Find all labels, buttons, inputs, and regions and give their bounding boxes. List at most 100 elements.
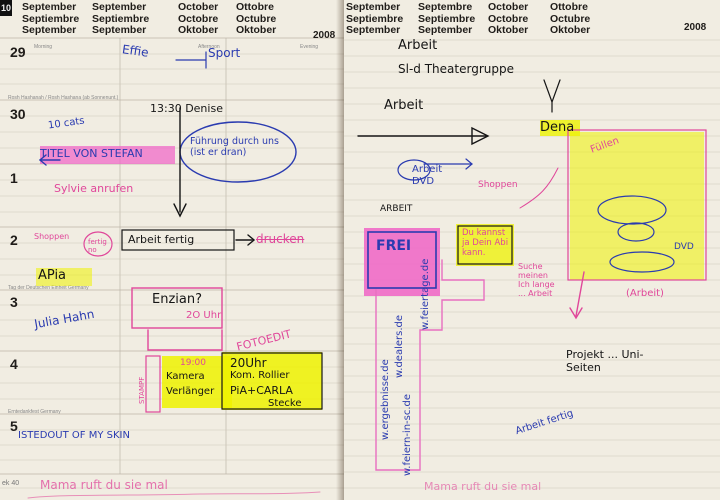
note-url-2: w.dealers.de [394,315,405,378]
month-header-col-3: October Octobre Oktober [178,1,219,37]
month-name: September [418,24,473,36]
month-name: Septiembre [346,12,404,25]
note-stecke: Stecke [268,398,302,409]
yellow-highlight [162,356,232,408]
left-page-rules [0,37,344,489]
note-projekt: Projekt ... Uni-Seiten [566,348,644,374]
day-number: 5 [10,418,18,434]
month-header-col-4: Ottobre Octubre Oktober [550,1,591,37]
pink-highlight [364,228,440,296]
yellow-highlight [540,120,580,136]
note-arbeit-bottom: ARBEIT [380,204,413,214]
note-stampf: STAMPF [138,376,146,404]
slot-label: Afternoon [198,44,220,50]
month-name: Octobre [178,12,219,25]
month-name: September [92,1,147,13]
slot-label: Morning [34,44,53,50]
year-label: 2008 [313,30,336,41]
note-kom: Kom. Rollier [230,370,290,381]
note-denise: 13:30 Denise [150,102,223,115]
month-name: Ottobre [236,1,274,13]
month-name: Octubre [550,12,591,25]
month-name: Oktober [550,24,591,36]
month-name: Octubre [236,12,277,25]
note-zwanzig: 2O Uhr [186,310,222,321]
note-mama: Mama ruft du sie mal [40,478,168,492]
note-kamera: Kamera [166,371,205,382]
note-shoppen: Shoppen [34,232,70,241]
month-tab: 10 [0,0,12,16]
note-pia-carla: PiA+CARLA [230,384,293,397]
month-header-col-4: Ottobre Octubre Oktober [236,1,277,37]
note-shoppen: Shoppen [478,180,518,190]
month-name: Oktober [178,24,219,36]
note-apia: APia [38,268,67,283]
day-number: 4 [10,356,18,372]
month-header-col-1: September Septiembre September [346,1,404,37]
note-url-3: w.feiertage.de [420,258,431,330]
month-name: Septiembre [22,12,80,25]
week-number: ek 40 [2,480,20,487]
month-name: September [22,24,77,36]
note-url-4: w.feiern-in-sc.de [402,393,413,476]
note-titel: TITEL VON STEFAN [40,147,143,160]
note-fertig-no: fertig no [88,238,107,254]
month-name: September [92,24,147,36]
note-sylvie: Sylvie anrufen [54,182,134,195]
month-name: Oktober [236,24,277,36]
month-name: Septembre [418,1,473,13]
note-drucken: drucken [256,232,305,246]
note-sport: Sport [208,46,241,60]
month-name: Oktober [488,24,529,36]
note-1900: 19:00 [180,358,206,368]
yellow-highlight [456,224,514,266]
note-arbeit-dvd-2: DVD [412,176,435,187]
note-dvd: DVD [674,242,694,252]
note-url-1: w.ergebnisse.de [380,359,391,440]
note-istedout: ISTEDOUT OF MY SKIN [18,430,130,441]
holiday-note: Tag der Deutschen Einheit Germany [8,285,89,291]
day-number: 30 [10,106,26,122]
month-header-col-3: October Octobre Oktober [488,1,529,37]
month-name: September [22,1,77,13]
note-verlaenger: Verlänger [166,386,215,397]
note-suche: Suche meinen Ich lange ... Arbeit [518,262,555,298]
slot-label: Evening [300,44,319,50]
month-header-col-2: Septembre Septiembre September [418,1,476,37]
left-page: 10 September Septiembre September Septem… [0,0,344,500]
yellow-highlight [36,268,92,286]
note-20uhr: 20Uhr [230,356,267,370]
yellow-highlight [222,352,322,410]
month-name: September [346,24,401,36]
note-fuehrung: Führung durch uns (ist er dran) [190,136,279,158]
day-number: 29 [10,44,26,60]
month-name: Ottobre [550,1,588,13]
left-page-ink [27,51,323,499]
holiday-note: Erntedankfest Germany [8,409,61,415]
month-header-col-2: September Septiembre September [92,1,150,37]
note-frei: FREI [376,238,412,254]
note-mama: Mama ruft du sie mal [424,480,542,493]
right-page: September Septiembre September Septembre… [344,0,720,500]
yellow-highlight [570,132,704,280]
month-name: September [346,1,401,13]
day-number: 3 [10,294,18,310]
month-name: Septiembre [418,12,476,25]
month-name: October [178,1,219,13]
month-name: October [488,1,529,13]
day-number: 2 [10,232,18,248]
month-name: Septiembre [92,12,150,25]
year-label: 2008 [684,22,707,33]
month-name: Octobre [488,12,529,25]
month-header-col-1: September Septiembre September [22,1,80,37]
note-arbeit-fertig: Arbeit fertig [128,233,195,246]
note-enzian: Enzian? [152,292,202,307]
pink-highlight [40,146,175,164]
day-number: 1 [10,170,18,186]
note-arbeit-1: Arbeit [398,38,438,53]
note-kannst-du: Du kannst ja Dein Abi kann. [462,228,509,258]
right-page-ink [357,79,707,471]
note-arbeit-2: Arbeit [384,98,424,113]
holiday-note: Rosh Hashanah / Rosh Hashana (ab Sonnenu… [8,95,119,101]
